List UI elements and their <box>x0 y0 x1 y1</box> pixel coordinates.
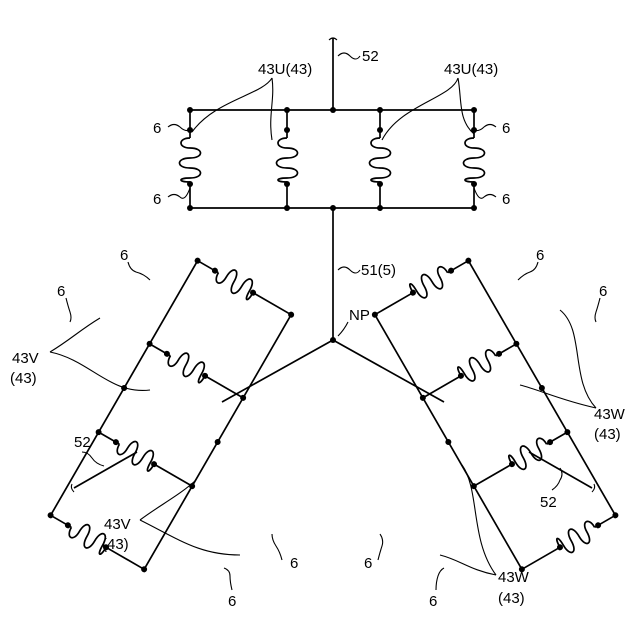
arm-to-w <box>333 340 444 402</box>
w-term-leader-3 <box>378 534 383 560</box>
label-line-52-left: 52 <box>74 434 91 451</box>
v-label-leader-upper-a <box>50 318 100 352</box>
label-6-w-4: 6 <box>429 593 437 610</box>
v-coil-1 <box>45 506 149 578</box>
u-term-leader-bl <box>168 188 190 198</box>
w-term-leader-4 <box>436 568 444 590</box>
w-line-52-leader <box>552 468 562 490</box>
label-43w-lower-1: 43W <box>498 569 530 586</box>
u-label-leader-left-a <box>192 78 272 132</box>
v-term-leader-1 <box>128 262 150 280</box>
label-6-u-tr: 6 <box>502 120 510 137</box>
label-43v-lower-2: (43) <box>102 536 129 553</box>
v-coil-group <box>43 250 299 580</box>
label-6-v-4: 6 <box>228 593 236 610</box>
label-bus-51: 51(5) <box>361 262 396 279</box>
label-43v-upper-2: (43) <box>10 370 37 387</box>
w-label-leader-upper-a <box>560 310 596 408</box>
label-6-u-br: 6 <box>502 191 510 208</box>
label-43v-upper-1: 43V <box>12 350 39 367</box>
u-term-leader-br <box>474 188 496 198</box>
u-label-leader-right-b <box>458 78 474 134</box>
label-line-52-right: 52 <box>540 494 557 511</box>
w-junction-dots <box>371 257 620 574</box>
u-line-52-leader <box>338 53 360 59</box>
v-term-leader-2 <box>66 298 71 322</box>
label-43w-upper-1: 43W <box>594 406 626 423</box>
u-junction-dots <box>187 107 477 211</box>
label-6-u-bl: 6 <box>153 191 161 208</box>
label-43w-upper-2: (43) <box>594 426 621 443</box>
label-6-u-tl: 6 <box>153 120 161 137</box>
label-6-w-3: 6 <box>364 555 372 572</box>
w-label-leader-lower-b <box>440 555 496 575</box>
label-43u-right: 43U(43) <box>444 61 498 78</box>
label-43u-left: 43U(43) <box>258 61 312 78</box>
u-coil-3 <box>370 110 391 208</box>
label-43w-lower-2: (43) <box>498 590 525 607</box>
label-6-v-2: 6 <box>57 283 65 300</box>
w-coil-4 <box>517 506 621 578</box>
w-label-leader-lower-a <box>462 465 496 575</box>
u-term-leader-tr <box>474 125 496 131</box>
u-coil-2 <box>277 110 298 208</box>
w-term-leader-1 <box>518 262 538 280</box>
label-6-w-1: 6 <box>536 247 544 264</box>
v-term-leader-3 <box>272 534 282 560</box>
bus-51-leader <box>338 267 360 273</box>
label-6-v-3: 6 <box>290 555 298 572</box>
u-label-leader-left-b <box>271 78 273 140</box>
w-term-leader-2 <box>595 298 600 322</box>
v-line-52-cut <box>71 484 74 492</box>
v-coil-2 <box>93 423 197 495</box>
np-leader <box>338 322 348 336</box>
label-6-v-1: 6 <box>120 247 128 264</box>
v-label-leader-upper-b <box>50 352 150 390</box>
v-coil-4 <box>192 252 296 324</box>
u-label-leader-right-a <box>382 78 458 140</box>
label-43v-lower-1: 43V <box>104 516 131 533</box>
label-line-52-top: 52 <box>362 48 379 65</box>
label-np: NP <box>349 307 370 324</box>
label-6-w-2: 6 <box>599 283 607 300</box>
arm-to-v <box>222 340 333 402</box>
w-coil-group <box>367 250 623 580</box>
w-line-52-cut <box>592 484 595 492</box>
u-term-leader-tl <box>168 125 190 131</box>
u-coil-group <box>168 38 496 340</box>
w-coil-3 <box>469 423 573 495</box>
np-dot <box>330 337 336 343</box>
v-label-leader-lower-a <box>140 480 196 520</box>
v-term-leader-4 <box>224 568 232 590</box>
